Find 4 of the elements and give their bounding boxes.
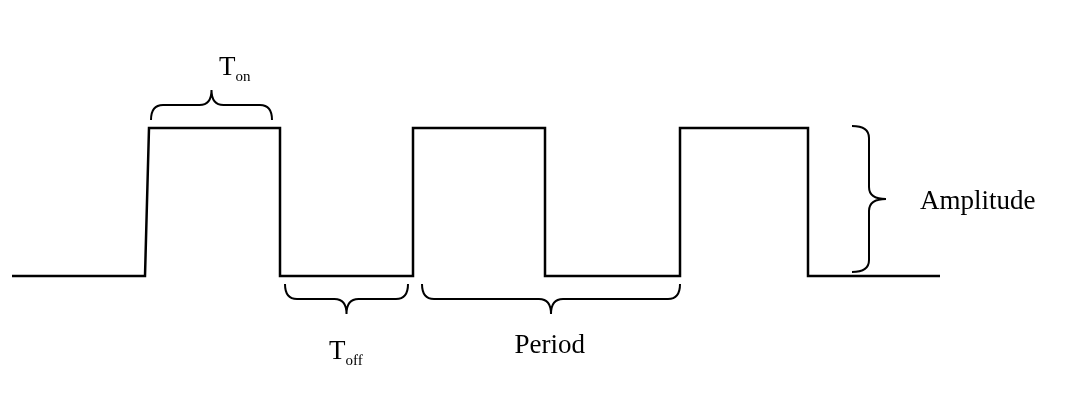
axis-label: Period	[514, 330, 585, 360]
axis-label: T$_{off}$	[329, 336, 363, 369]
axis-label: Amplitude	[920, 186, 1036, 216]
axis-label: T$_{on}$	[219, 52, 251, 85]
